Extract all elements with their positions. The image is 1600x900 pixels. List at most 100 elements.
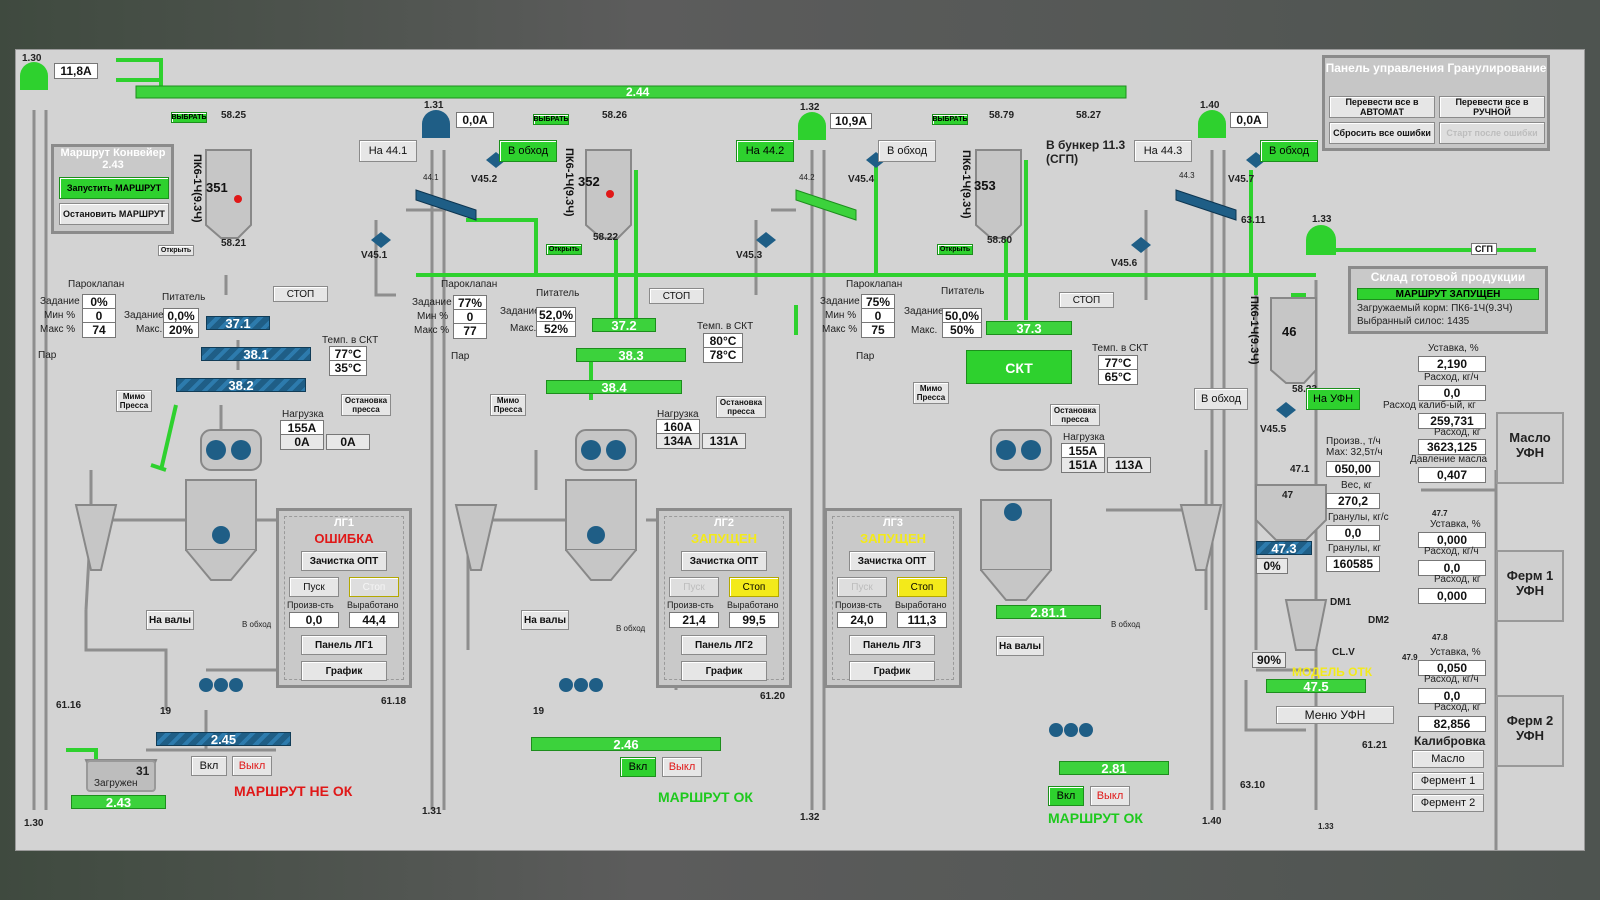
feeder-max-3[interactable]: 50% (942, 322, 982, 338)
ufn-bypass-button[interactable]: В обход (1194, 388, 1248, 410)
steam-max-2[interactable]: 77 (453, 323, 487, 339)
feeder-setpoint-3[interactable]: 50,0% (942, 308, 982, 324)
start-route-button[interactable]: Запустить МАРШРУТ (59, 177, 169, 199)
stop-press-1-button[interactable]: Остановка пресса (341, 394, 391, 416)
lg1-graph-button[interactable]: График (301, 661, 387, 681)
conveyor-2-81-1[interactable]: 2.81.1 (996, 605, 1101, 620)
ufn-prod[interactable]: 050,00 (1326, 461, 1380, 477)
lg3-start-button[interactable]: Пуск (837, 577, 887, 597)
to-rolls-2-button[interactable]: На валы (521, 610, 569, 630)
ufn-menu-button[interactable]: Меню УФН (1276, 706, 1394, 724)
to-44-2-button[interactable]: На 44.2 (736, 140, 794, 162)
skt-cooler[interactable]: СКТ (966, 350, 1072, 384)
line2-on-button[interactable]: Вкл (620, 757, 656, 777)
min-2-label: Мин % (417, 311, 449, 322)
conveyor-47-5[interactable]: 47.5 (1266, 679, 1366, 694)
open-2-button[interactable]: Открыть (546, 244, 582, 255)
motor-130-icon[interactable] (20, 62, 48, 90)
oil-ufn-unit[interactable]: Масло УФН (1496, 412, 1564, 484)
select-58-79-button[interactable]: ВЫБРАТЬ (932, 114, 968, 125)
conveyor-2-45[interactable]: 2.45 (156, 732, 291, 747)
feeder-setpoint-2[interactable]: 52,0% (536, 307, 576, 323)
to-44-3-button[interactable]: На 44.3 (1134, 140, 1192, 162)
lg3-stop-button[interactable]: Стоп (897, 577, 947, 597)
hopper-19-1: 19 (160, 706, 172, 717)
bypass-top-2-button[interactable]: В обход (878, 140, 936, 162)
bypass-press-1-button[interactable]: Мимо Пресса (116, 390, 152, 412)
set2-label: Уставка, % (1430, 519, 1481, 530)
motor-132-icon[interactable] (798, 112, 826, 140)
set1-value[interactable]: 2,190 (1418, 356, 1486, 372)
steam-max-1[interactable]: 74 (82, 322, 116, 338)
lg1-panel-button[interactable]: Панель ЛГ1 (301, 635, 387, 655)
lg2-panel-button[interactable]: Панель ЛГ2 (681, 635, 767, 655)
feeder-setpoint-1[interactable]: 0,0% (163, 308, 199, 324)
screw-38-1[interactable]: 38.1 (201, 347, 311, 362)
to-rolls-3-button[interactable]: На валы (996, 636, 1044, 656)
lg1-clean-button[interactable]: Зачистка ОПТ (301, 551, 387, 571)
to-rolls-1-button[interactable]: На валы (146, 610, 194, 630)
lg3-graph-button[interactable]: График (849, 661, 935, 681)
valve-58-21-label: 58.21 (221, 238, 247, 249)
conveyor-2-43[interactable]: 2.43 (71, 795, 166, 810)
set2-value[interactable]: 0,000 (1418, 532, 1486, 548)
motor-131-label: 1.31 (424, 100, 444, 111)
calib-oil-button[interactable]: Масло (1412, 750, 1484, 768)
flow3-value: 0,0 (1418, 688, 1486, 704)
lg3-panel-button[interactable]: Панель ЛГ3 (849, 635, 935, 655)
feeder-max-2[interactable]: 52% (536, 321, 576, 337)
start-after-error-button[interactable]: Старт после ошибки (1439, 122, 1545, 144)
all-auto-button[interactable]: Перевести все в АВТОМАТ (1329, 96, 1435, 118)
conveyor-2-81[interactable]: 2.81 (1059, 761, 1169, 776)
feeder-37-1[interactable]: 37.1 (206, 316, 270, 331)
feeder-max-1[interactable]: 20% (163, 322, 199, 338)
line1-on-button[interactable]: Вкл (191, 756, 227, 776)
to-44-1-button[interactable]: На 44.1 (359, 140, 417, 162)
to-ufn-button[interactable]: На УФН (1306, 388, 1360, 410)
motor-140-bottom: 1.40 (1202, 816, 1222, 827)
conveyor-2-46[interactable]: 2.46 (531, 737, 721, 752)
screw-47-3[interactable]: 47.3 (1256, 541, 1312, 556)
motor-140-icon[interactable] (1198, 110, 1226, 138)
calib-ferm2-button[interactable]: Фермент 2 (1412, 794, 1484, 812)
stop-route-button[interactable]: Остановить МАРШРУТ (59, 203, 169, 225)
line1-off-button[interactable]: Выкл (232, 756, 272, 776)
lg1-start-button[interactable]: Пуск (289, 577, 339, 597)
screw-38-4[interactable]: 38.4 (546, 380, 682, 395)
screw-38-3[interactable]: 38.3 (576, 348, 686, 363)
lg3-clean-button[interactable]: Зачистка ОПТ (849, 551, 935, 571)
open-1-button[interactable]: Открыть (158, 245, 194, 256)
stop-1-button[interactable]: СТОП (273, 286, 328, 302)
bypass-top-1-button[interactable]: В обход (499, 140, 557, 162)
ferm1-ufn-unit[interactable]: Ферм 1 УФН (1496, 550, 1564, 622)
line3-on-button[interactable]: Вкл (1048, 786, 1084, 806)
lg1-stop-button[interactable]: Стоп (349, 577, 399, 597)
steam-max-3[interactable]: 75 (861, 322, 895, 338)
motor-133-icon[interactable] (1306, 225, 1336, 255)
line2-off-button[interactable]: Выкл (662, 757, 702, 777)
feeder-37-2[interactable]: 37.2 (592, 318, 656, 333)
bypass-top-3-button[interactable]: В обход (1260, 140, 1318, 162)
bypass-press-2-button[interactable]: Мимо Пресса (490, 394, 526, 416)
select-58-25-button[interactable]: ВЫБРАТЬ (171, 112, 207, 123)
lg2-start-button[interactable]: Пуск (669, 577, 719, 597)
stop-press-3-button[interactable]: Остановка пресса (1050, 404, 1100, 426)
lg2-clean-button[interactable]: Зачистка ОПТ (681, 551, 767, 571)
stop-2-button[interactable]: СТОП (649, 288, 704, 304)
reset-errors-button[interactable]: Сбросить все ошибки (1329, 122, 1435, 144)
bypass-press-3-button[interactable]: Мимо Пресса (913, 382, 949, 404)
ferm2-ufn-unit[interactable]: Ферм 2 УФН (1496, 695, 1564, 767)
stop-3-button[interactable]: СТОП (1059, 292, 1114, 308)
motor-131-icon[interactable] (422, 110, 450, 138)
all-manual-button[interactable]: Перевести все в РУЧНОЙ (1439, 96, 1545, 118)
lg2-stop-button[interactable]: Стоп (729, 577, 779, 597)
feeder-37-3[interactable]: 37.3 (986, 321, 1072, 336)
lg2-graph-button[interactable]: График (681, 661, 767, 681)
open-3-button[interactable]: Открыть (937, 244, 973, 255)
select-58-26-button[interactable]: ВЫБРАТЬ (533, 114, 569, 125)
screw-38-2[interactable]: 38.2 (176, 378, 306, 393)
line3-off-button[interactable]: Выкл (1090, 786, 1130, 806)
set3-value[interactable]: 0,050 (1418, 660, 1486, 676)
calib-ferm1-button[interactable]: Фермент 1 (1412, 772, 1484, 790)
stop-press-2-button[interactable]: Остановка пресса (716, 396, 766, 418)
